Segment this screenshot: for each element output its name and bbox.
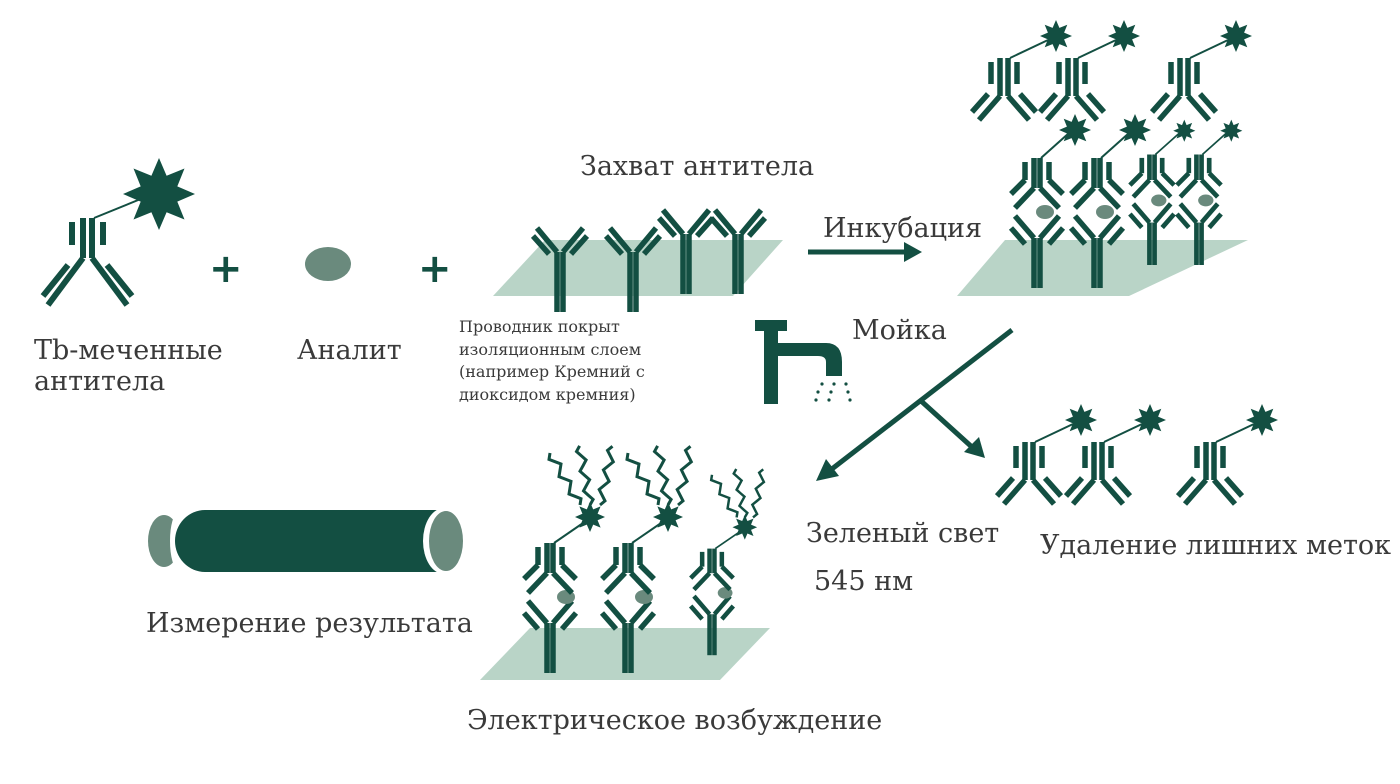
terbium-label-star-icon	[1220, 119, 1243, 142]
wavy-emission-icon	[675, 445, 694, 507]
conductor-note-line3: (например Кремний с	[459, 362, 645, 382]
wash-split-arrow-icon	[826, 328, 1014, 474]
terbium-label-star-icon	[1065, 404, 1097, 436]
terbium-label-star-icon	[1173, 119, 1196, 142]
free-labeled-antibody-icon	[1063, 404, 1166, 506]
measurement-light-tube-icon	[148, 508, 465, 574]
remove-excess-label: Удаление лишних меток	[1040, 530, 1392, 561]
sandwich-complex-icon	[599, 445, 694, 673]
conductor-note-line4: диоксидом кремния)	[459, 385, 636, 405]
incubation-label: Инкубация	[823, 213, 983, 244]
wavy-emission-icon	[750, 468, 766, 519]
plus-sign-1: +	[209, 246, 243, 292]
analyte-label: Аналит	[297, 335, 402, 366]
labeled-antibody-icon	[40, 195, 149, 307]
terbium-label-star-icon	[575, 502, 605, 532]
washing-label: Мойка	[852, 315, 947, 346]
tb-antibodies-label: Tb-меченные антитела	[34, 335, 223, 397]
removed-labeled-antibodies	[994, 404, 1278, 506]
free-labeled-antibody-icon	[1037, 20, 1140, 122]
sandwich-complex-icon	[1008, 114, 1091, 288]
arrowhead-down-right-icon	[964, 437, 985, 458]
free-labeled-antibody-icon	[1149, 20, 1252, 122]
terbium-label-star-icon	[123, 158, 195, 230]
terbium-label-star-icon	[653, 502, 683, 532]
terbium-label-star-icon	[1134, 404, 1166, 436]
free-labeled-antibody-icon	[1175, 404, 1278, 506]
sandwich-complex-icon	[521, 445, 616, 673]
terbium-label-star-icon	[1040, 20, 1072, 52]
terbium-label-star-icon	[1246, 404, 1278, 436]
conductor-note-line1: Проводник покрыт	[459, 317, 620, 336]
free-labeled-antibody-icon	[969, 20, 1072, 122]
sandwich-complex-icon	[1175, 119, 1243, 266]
capture-antibody-label: Захват антитела	[580, 151, 815, 182]
electrically-excited-complexes	[521, 445, 766, 673]
analyte-dot-icon	[305, 247, 351, 281]
wavy-emission-icon	[732, 468, 749, 519]
wavy-emission-icon	[597, 445, 616, 507]
electric-excitation-label: Электрическое возбуждение	[467, 705, 883, 736]
free-labeled-antibodies-top	[969, 20, 1252, 122]
arrowhead-down-left-icon	[816, 459, 839, 481]
wavy-emission-icon	[574, 445, 595, 506]
wavy-emission-icon	[625, 452, 661, 506]
terbium-label-star-icon	[1108, 20, 1140, 52]
captured-sandwich-complexes	[1008, 114, 1243, 288]
green-light-label: Зеленый свет	[806, 518, 1000, 549]
sandwich-complex-icon	[688, 468, 766, 656]
sandwich-complex-icon	[1128, 119, 1196, 266]
incubation-arrow-icon	[808, 242, 922, 262]
wavy-emission-icon	[709, 474, 739, 518]
faucet-icon	[755, 320, 852, 404]
terbium-label-star-icon	[1220, 20, 1252, 52]
tb-antibodies-label-line2: антитела	[34, 366, 166, 398]
wavy-emission-icon	[652, 445, 673, 506]
wavelength-label: 545 нм	[814, 566, 914, 597]
terbium-label-star-icon	[1119, 114, 1151, 146]
terbium-label-star-icon	[123, 158, 195, 230]
conductor-note: Проводник покрыт изоляционным слоем (нап…	[459, 316, 645, 407]
measurement-label: Измерение результата	[146, 608, 473, 639]
free-labeled-antibody-icon	[994, 404, 1097, 506]
wavy-emission-icon	[547, 452, 583, 506]
plus-sign-2: +	[418, 246, 452, 292]
terbium-label-star-icon	[732, 514, 758, 540]
sandwich-complex-icon	[1068, 114, 1151, 288]
conductor-note-line2: изоляционным слоем	[459, 339, 642, 359]
terbium-label-star-icon	[1059, 114, 1091, 146]
tb-antibodies-label-line1: Tb-меченные	[34, 335, 223, 366]
